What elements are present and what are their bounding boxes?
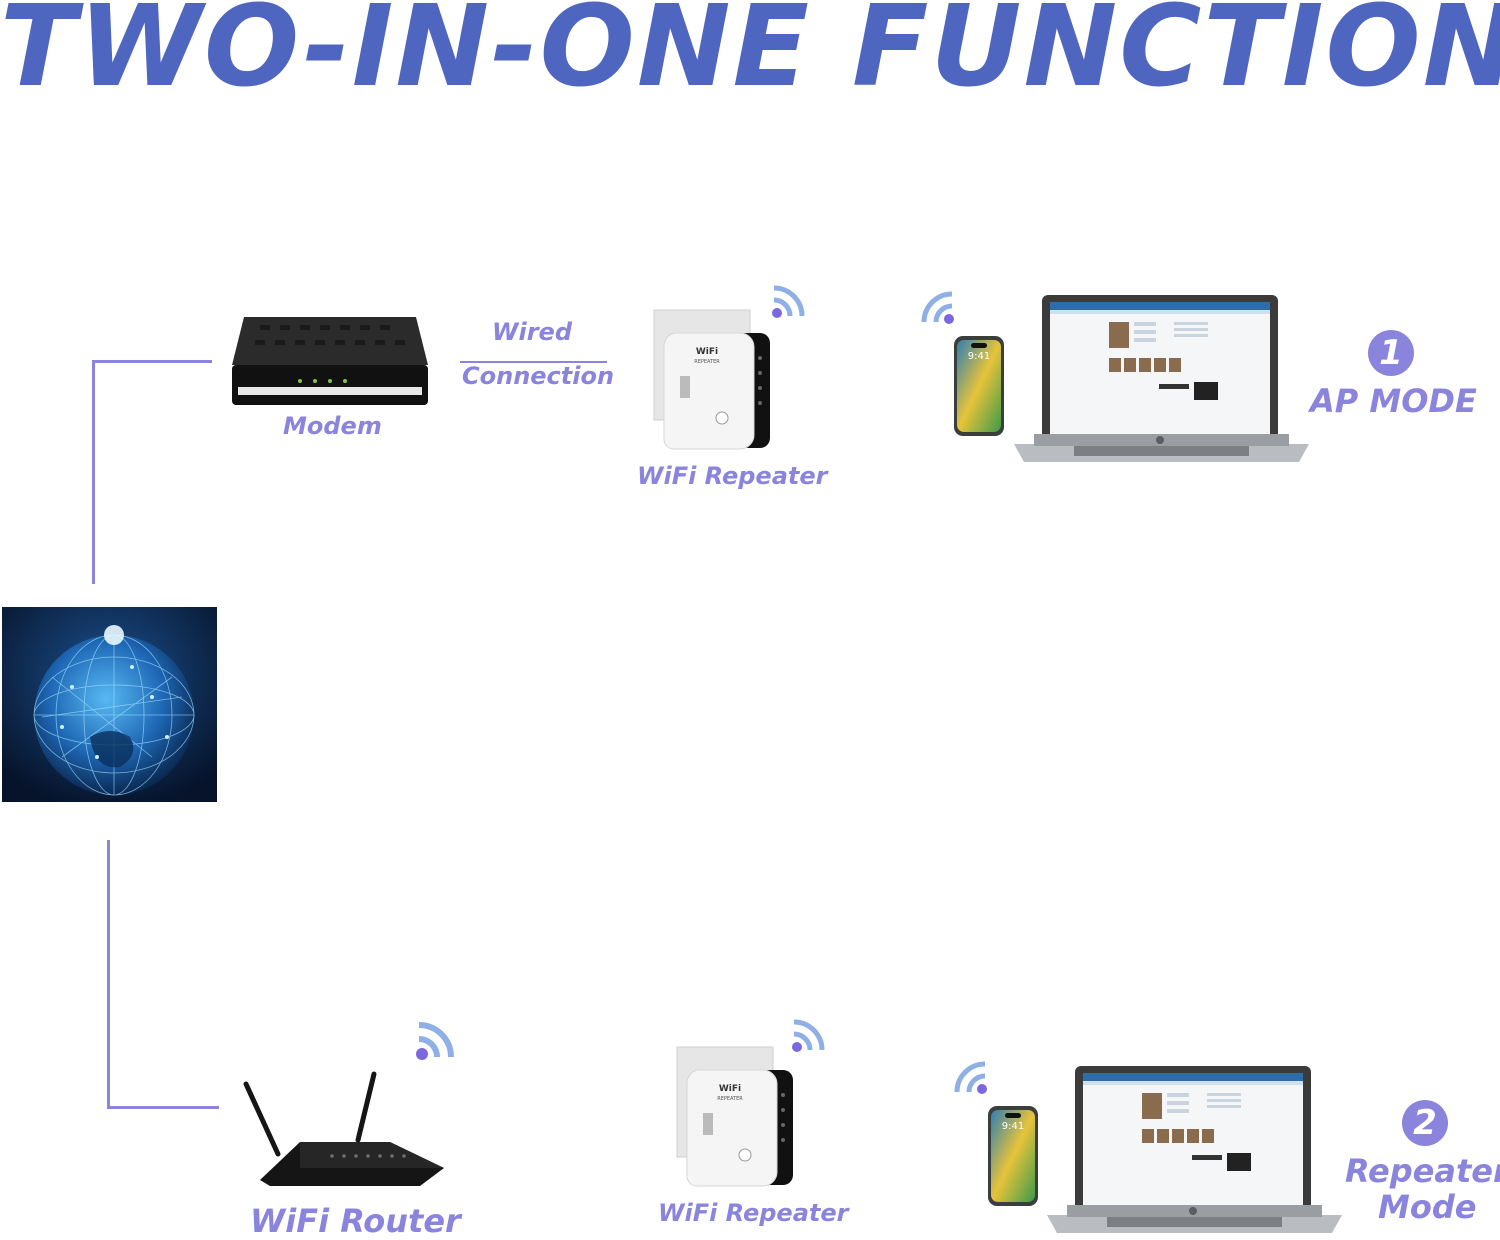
repeater-mode-label-line1: Repeater	[1345, 1152, 1500, 1190]
phone-wifi-signal-icon	[921, 291, 954, 324]
wired-divider	[460, 361, 607, 363]
ap-mode-label: AP MODE	[1310, 382, 1477, 420]
repeater-brand-text: WiFi	[696, 347, 718, 357]
wired-label-line2: Connection	[462, 362, 615, 390]
connector-bottom-horizontal	[107, 1106, 219, 1109]
internet-globe-icon	[2, 607, 217, 802]
wifi-router-label: WiFi Router	[250, 1202, 461, 1240]
repeater-sub-text: REPEATER	[694, 359, 720, 365]
wifi-repeater-icon-2: WiFi REPEATER	[676, 1046, 793, 1187]
ap-repeater-label: WiFi Repeater	[637, 462, 828, 490]
repeater-mode-label-line2: Mode	[1378, 1188, 1477, 1226]
smartphone-icon-2: 9:41	[988, 1106, 1038, 1206]
repeater-wifi-signal-icon	[772, 285, 805, 318]
laptop-icon	[1014, 295, 1309, 462]
modem-label: Modem	[283, 412, 382, 440]
wifi-repeater-icon: WiFi REPEATER	[653, 309, 770, 450]
laptop-icon-2	[1047, 1066, 1342, 1233]
modem-icon	[232, 317, 428, 405]
repeater-brand-text-2: WiFi	[719, 1084, 741, 1094]
phone-wifi-signal-icon-2	[954, 1061, 987, 1094]
connector-top-vertical	[92, 362, 95, 584]
connector-bottom-vertical	[107, 840, 110, 1108]
smartphone-icon: 9:41	[954, 336, 1004, 436]
repeater-mode-number-badge: 2	[1402, 1100, 1448, 1146]
repeater-sub-text-2: REPEATER	[717, 1096, 743, 1102]
page-title: TWO-IN-ONE FUNCTION	[0, 0, 1500, 112]
repeater-wifi-signal-icon-2	[792, 1019, 825, 1052]
router-wifi-signal-icon	[416, 1022, 454, 1060]
connector-top-horizontal	[92, 360, 212, 363]
repeater-mode-repeater-label: WiFi Repeater	[658, 1199, 849, 1227]
phone-time-ap: 9:41	[968, 351, 990, 362]
wired-label-line1: Wired	[492, 318, 572, 346]
ap-mode-number-badge: 1	[1368, 330, 1414, 376]
wifi-router-icon	[243, 1071, 444, 1186]
phone-time-repeater: 9:41	[1002, 1121, 1024, 1132]
